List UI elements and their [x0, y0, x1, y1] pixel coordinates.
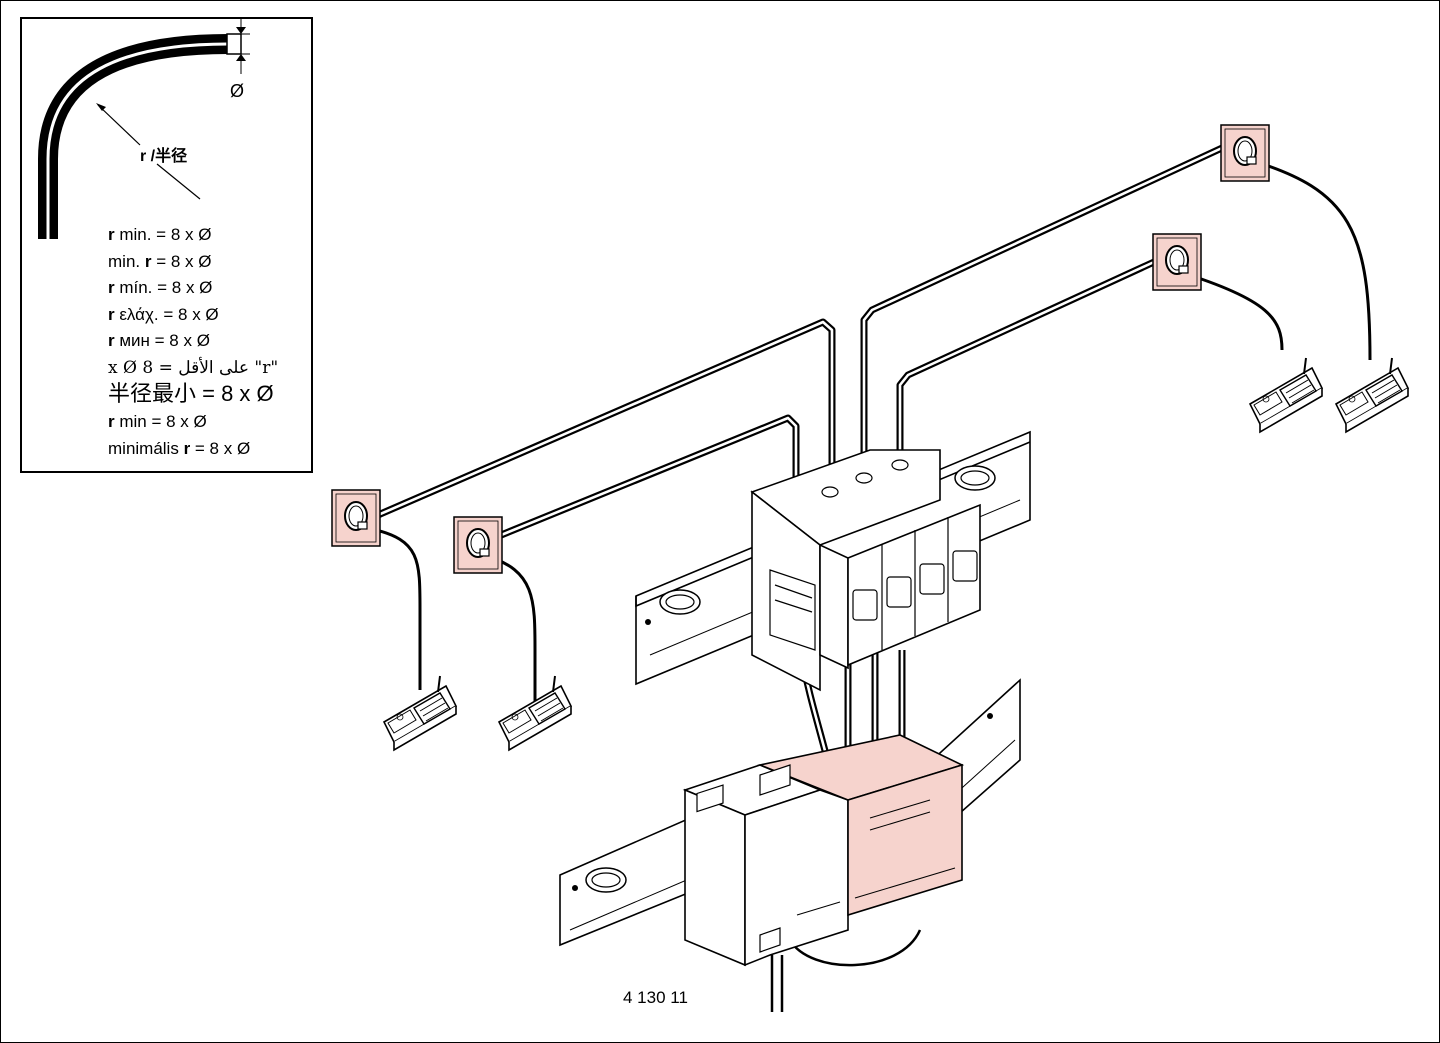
wall-socket — [1220, 124, 1270, 182]
rule-line: r мин = 8 x Ø — [108, 331, 210, 350]
rail-slot — [954, 465, 996, 491]
radius-suffix: /半径 — [146, 148, 188, 165]
radius-label: r /半径 — [140, 142, 187, 166]
rule-line: min. r = 8 x Ø — [108, 251, 212, 271]
bend-radius-inset: Ø r /半径 r min. = 8 x Ø min. r = 8 x Ø r … — [20, 17, 313, 473]
phone-icon — [1335, 357, 1409, 433]
bottom-module — [682, 734, 965, 967]
rail-slot — [659, 589, 701, 615]
diameter-label: Ø — [230, 81, 245, 101]
radius-symbol: r — [140, 148, 147, 165]
rule-line: r mín. = 8 x Ø — [108, 278, 213, 297]
rule-line: r ελάχ. = 8 x Ø — [108, 304, 219, 324]
rule-line: minimális r = 8 x Ø — [108, 438, 251, 458]
rail-slot — [585, 867, 627, 893]
rail-hole — [987, 713, 993, 719]
rail-hole — [645, 619, 651, 625]
rule-line: r min. = 8 x Ø — [108, 225, 212, 244]
phone-icon — [1249, 357, 1323, 433]
rule-line-arabic: "r" على الأقل = 8 x Ø — [108, 357, 279, 378]
cable-bend-icon — [38, 19, 250, 239]
rule-line-chinese: 半径最小 = 8 x Ø — [108, 381, 274, 406]
wall-socket — [453, 516, 503, 574]
wall-socket — [1152, 233, 1202, 291]
rail-hole — [572, 885, 578, 891]
product-code: 4 130 11 — [623, 988, 688, 1007]
bend-radius-rules: r min. = 8 x Ø min. r = 8 x Ø r mín. = 8… — [108, 224, 278, 464]
upper-module — [750, 449, 981, 692]
rule-line: r min = 8 x Ø — [108, 412, 207, 431]
wall-socket — [331, 489, 381, 547]
